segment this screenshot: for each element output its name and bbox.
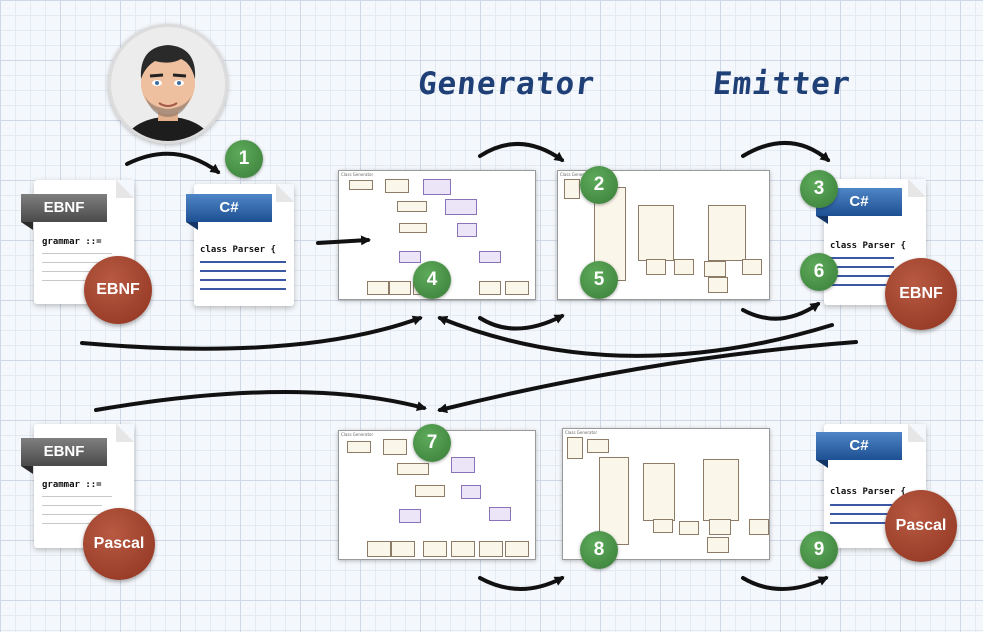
ebnf-seal-top: EBNF — [84, 256, 152, 324]
uml-diagram-bottom-model: Class Generator — [562, 428, 770, 560]
csharp-ribbon-label: C# — [849, 193, 869, 210]
step-marker-1: 1 — [225, 140, 263, 178]
pascal-seal-bottom-left: Pascal — [83, 508, 155, 580]
step-marker-9: 9 — [800, 531, 838, 569]
uml-diagram-top-model: Class Generator — [557, 170, 770, 300]
csharp-ribbon-label: C# — [219, 199, 239, 216]
parser-code-text: class Parser { — [830, 241, 906, 251]
step-marker-2: 2 — [580, 166, 618, 204]
grammar-code-text: grammar ::= — [42, 480, 102, 490]
grammar-code-text: grammar ::= — [42, 237, 102, 247]
emitter-heading: Emitter — [711, 66, 853, 102]
step-marker-3: 3 — [800, 170, 838, 208]
ebnf-ribbon-top: EBNF — [21, 194, 107, 230]
ebnf-ribbon-bottom: EBNF — [21, 438, 107, 474]
ebnf-ribbon-label: EBNF — [43, 199, 85, 216]
step-marker-5: 5 — [580, 261, 618, 299]
step-marker-4: 4 — [413, 261, 451, 299]
csharp-ribbon-label: C# — [849, 437, 869, 454]
generator-heading: Generator — [416, 66, 597, 102]
step-marker-8: 8 — [580, 531, 618, 569]
csharp-ribbon-parser: C# — [186, 194, 272, 230]
author-avatar — [108, 24, 228, 144]
parser-code-text: class Parser { — [200, 245, 276, 255]
step-marker-7: 7 — [413, 424, 451, 462]
ebnf-ribbon-label: EBNF — [43, 443, 85, 460]
step-marker-6: 6 — [800, 253, 838, 291]
uml-diagram-bottom-generator: Class Generator — [338, 430, 536, 560]
ebnf-seal-top-right: EBNF — [885, 258, 957, 330]
parser-code-text: class Parser { — [830, 487, 906, 497]
csharp-ribbon-bottom-right: C# — [816, 432, 902, 468]
pascal-seal-bottom-right: Pascal — [885, 490, 957, 562]
